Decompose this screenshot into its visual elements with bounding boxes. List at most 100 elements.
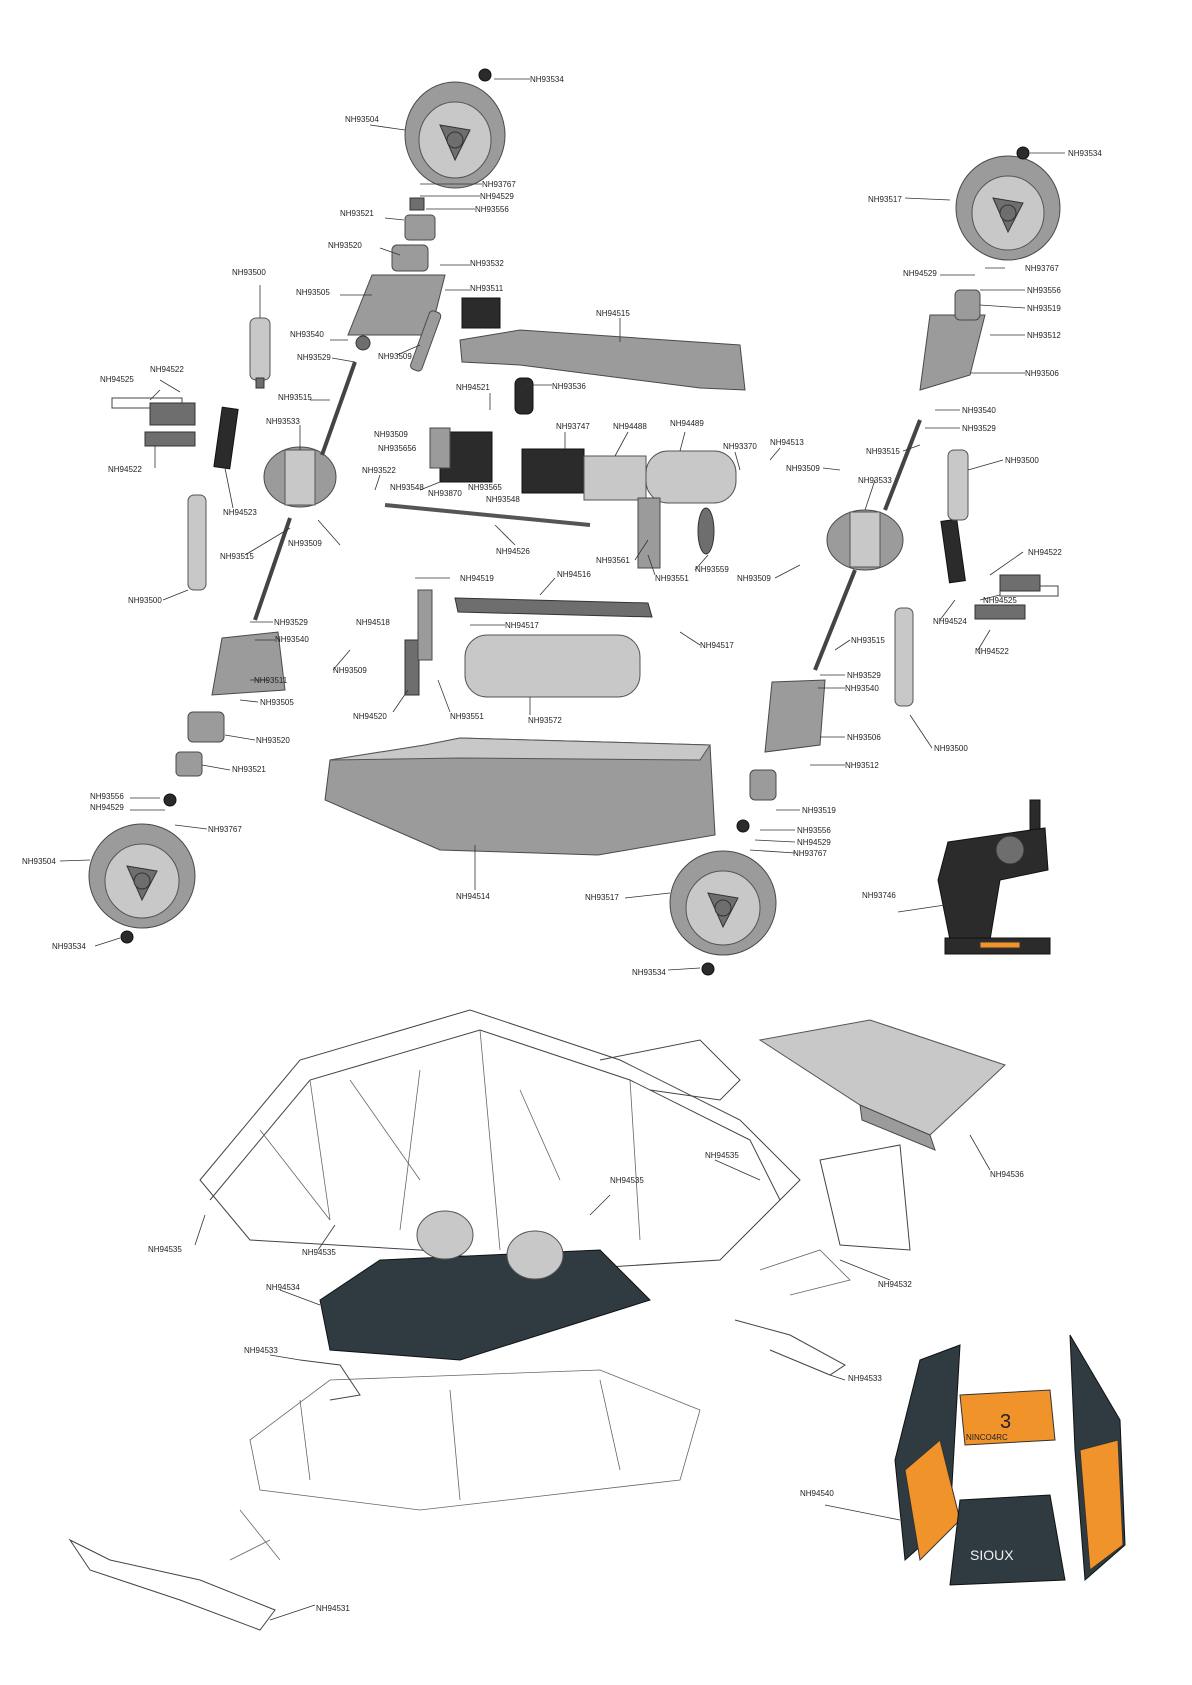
label-nh93511-low: NH93511	[254, 676, 288, 685]
label-nh94513: NH94513	[770, 438, 804, 447]
label-nh94525-right: NH94525	[983, 596, 1017, 605]
label-nh93500-left: NH93500	[128, 596, 162, 605]
label-nh94516: NH94516	[557, 570, 591, 579]
rear-bumper	[759, 1144, 911, 1296]
body-shell: 3 NINCO4RC SIOUX	[894, 1334, 1126, 1586]
label-nh93534-bottom: NH93534	[632, 968, 666, 977]
label-nh93521-top: NH93521	[340, 209, 374, 218]
label-nh93529-right-low: NH93529	[847, 671, 881, 680]
shock-left-lower	[187, 494, 207, 591]
label-nh93767-top: NH93767	[482, 180, 516, 189]
seat-pan	[319, 1210, 651, 1361]
servo-saver	[461, 297, 501, 329]
wheel-nut-top	[478, 68, 492, 82]
label-nh93536: NH93536	[552, 382, 586, 391]
label-nh93548-a: NH93548	[390, 483, 424, 492]
label-nh94522-left-bottom: NH94522	[108, 465, 142, 474]
spur-gear	[697, 507, 715, 555]
lower-arm-left	[211, 631, 286, 696]
label-nh93561: NH93561	[596, 556, 630, 565]
label-nh94520: NH94520	[353, 712, 387, 721]
left-body-mount	[111, 397, 239, 470]
label-nh93534-right: NH93534	[1068, 149, 1102, 158]
wheel-bottom-center	[669, 850, 777, 956]
motor	[645, 450, 737, 504]
label-nh94535-d: NH94535	[302, 1248, 336, 1257]
label-nh93556-low: NH93556	[90, 792, 124, 801]
label-nh93515-left: NH93515	[278, 393, 312, 402]
label-nh94489: NH94489	[670, 419, 704, 428]
motor-mount	[637, 497, 661, 569]
label-nh94535-c: NH94535	[148, 1245, 182, 1254]
label-nh94521: NH94521	[456, 383, 490, 392]
label-nh94519: NH94519	[460, 574, 494, 583]
label-nh93370: NH93370	[723, 442, 757, 451]
label-nh93506-right: NH93506	[1025, 369, 1059, 378]
label-nh93512-right: NH93512	[1027, 331, 1061, 340]
label-nh93747: NH93747	[556, 422, 590, 431]
main-chassis	[324, 737, 716, 856]
driveshaft-right-upper	[883, 419, 922, 511]
wheel-nut-bottom	[701, 962, 715, 976]
left-gearbox	[263, 446, 337, 508]
label-nh93746: NH93746	[862, 891, 896, 900]
label-nh93572: NH93572	[528, 716, 562, 725]
label-nh93515-right: NH93515	[866, 447, 900, 456]
lower-chassis-outline	[249, 1369, 701, 1511]
label-nh93540-right-low: NH93540	[845, 684, 879, 693]
label-nh93767-right-low: NH93767	[793, 849, 827, 858]
bearing-left-low	[163, 793, 177, 807]
label-nh93504-low: NH93504	[22, 857, 56, 866]
battery-post	[404, 639, 420, 696]
label-nh93500-topleft: NH93500	[232, 268, 266, 277]
label-nh93870: NH93870	[428, 489, 462, 498]
label-nh93504-top: NH93504	[345, 115, 379, 124]
label-nh93505-low: NH93505	[260, 698, 294, 707]
label-nh93517-low: NH93517	[585, 893, 619, 902]
servo	[429, 427, 493, 483]
leader-lines	[59, 78, 1065, 1621]
label-nh93515-right-low: NH93515	[851, 636, 885, 645]
label-nh94529-right: NH94529	[903, 269, 937, 278]
label-nh93551-low: NH93551	[450, 712, 484, 721]
hub-left-low	[175, 751, 203, 777]
label-nh94488: NH94488	[613, 422, 647, 431]
label-nh93534-top: NH93534	[530, 75, 564, 84]
label-nh93556-right-low: NH93556	[797, 826, 831, 835]
label-nh93509-top: NH93509	[378, 352, 412, 361]
label-nh94540: NH94540	[800, 1489, 834, 1498]
label-nh94533-right: NH94533	[848, 1374, 882, 1383]
battery-strap	[454, 597, 653, 618]
label-nh93540-right: NH93540	[962, 406, 996, 415]
label-nh93500-right: NH93500	[1005, 456, 1039, 465]
center-driveshaft	[384, 503, 591, 527]
right-body-mount	[940, 518, 1059, 620]
label-nh94529-low: NH94529	[90, 803, 124, 812]
esc	[583, 455, 647, 501]
upper-deck-plate	[459, 329, 746, 391]
battery-pack	[464, 634, 641, 698]
body-roof-brand: NINCO4RC	[966, 1433, 1008, 1442]
label-nh93767-low: NH93767	[208, 825, 242, 834]
label-nh94522-left-top: NH94522	[150, 365, 184, 374]
label-nh93556-top: NH93556	[475, 205, 509, 214]
label-nh93515-left-low: NH93515	[220, 552, 254, 561]
shock-right-upper	[947, 449, 969, 521]
label-nh93551-mid: NH93551	[655, 574, 689, 583]
label-nh93540-top: NH93540	[290, 330, 324, 339]
lower-arm-right	[764, 679, 826, 753]
label-nh94535-b: NH94535	[610, 1176, 644, 1185]
label-nh93521-low: NH93521	[232, 765, 266, 774]
label-nh93533-right: NH93533	[858, 476, 892, 485]
label-nh94529-top: NH94529	[480, 192, 514, 201]
label-nh94517-a: NH94517	[505, 621, 539, 630]
label-nh94529-right-low: NH94529	[797, 838, 831, 847]
driveshaft-left-lower	[253, 517, 292, 621]
label-nh93529-top: NH93529	[297, 353, 331, 362]
upright-right-low	[749, 769, 777, 801]
label-nh94532: NH94532	[878, 1280, 912, 1289]
label-nh94514: NH94514	[456, 892, 490, 901]
wheel-bottom-left	[88, 823, 196, 929]
label-nh93505-top: NH93505	[296, 288, 330, 297]
